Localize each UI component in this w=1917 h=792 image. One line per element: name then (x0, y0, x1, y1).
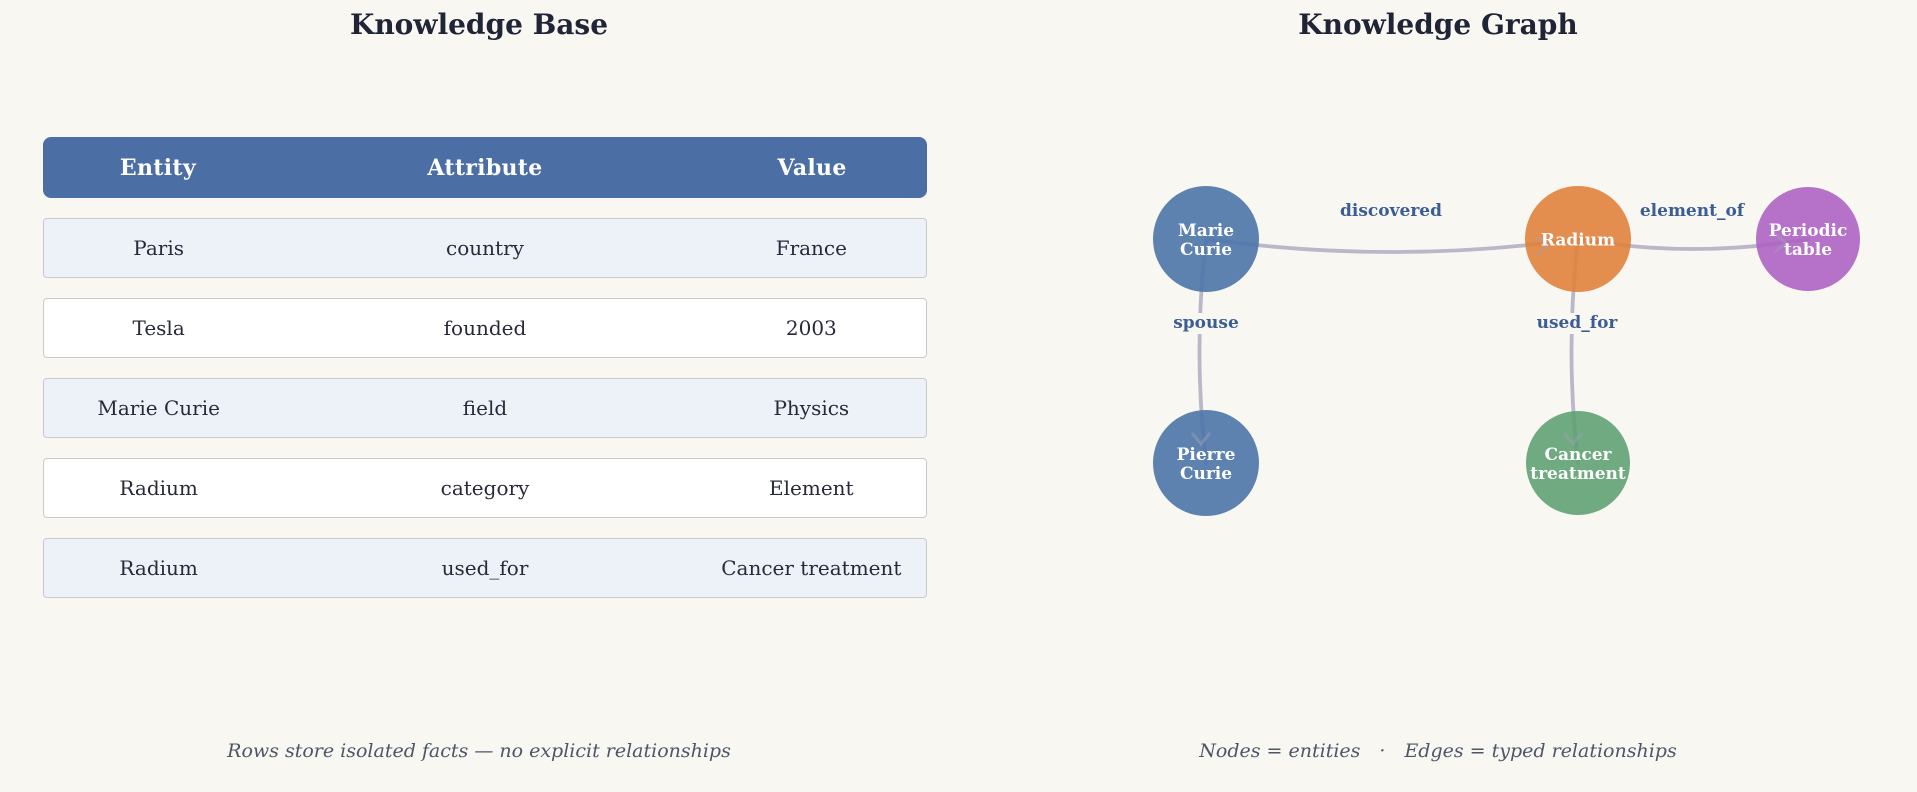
cell-entity: Marie Curie (97, 396, 220, 420)
column-header-attribute: Attribute (427, 154, 543, 181)
table-row: Tesla founded 2003 (43, 298, 927, 358)
node-circle-periodic-table (1756, 187, 1860, 291)
edge-discovered (1204, 237, 1580, 254)
arrowhead-icon-spouse (1190, 432, 1212, 447)
node-circle-pierre-curie (1153, 410, 1259, 516)
table-row: Radium used_for Cancer treatment (43, 538, 927, 598)
cell-entity: Radium (119, 476, 198, 500)
edge-label-spouse: spouse (1173, 313, 1239, 333)
arrowhead-icon-element_of (1774, 232, 1789, 254)
table-row: Radium category Element (43, 458, 927, 518)
table-row: Marie Curie field Physics (43, 378, 927, 438)
cell-value: Cancer treatment (721, 556, 902, 580)
cell-attribute: field (462, 396, 508, 420)
cell-entity: Paris (133, 236, 184, 260)
edge-label-bg (1534, 313, 1620, 334)
cell-attribute: country (446, 236, 524, 260)
edge-label-used_for: used_for (1537, 313, 1619, 333)
cell-entity: Radium (119, 556, 198, 580)
knowledge-graph-caption: Nodes = entities · Edges = typed relatio… (1199, 740, 1677, 762)
cell-entity: Tesla (132, 316, 185, 340)
arrowhead-icon-used_for (1562, 432, 1584, 447)
node-circle-radium (1525, 186, 1631, 292)
column-header-entity: Entity (119, 154, 196, 181)
knowledge-base-caption: Rows store isolated facts — no explicit … (227, 740, 731, 762)
edge-label-bg (1640, 201, 1744, 222)
edge-label-bg (1339, 201, 1443, 222)
table-header-row: Entity Attribute Value (43, 137, 927, 198)
knowledge-base-table: Entity Attribute Value Paris country Fra… (43, 137, 927, 598)
edge-label-element_of: element_of (1640, 201, 1746, 221)
arrowhead-icon-discovered (1536, 235, 1551, 257)
node-circle-marie-curie (1153, 186, 1259, 292)
cell-value: France (775, 236, 847, 260)
edge-label-discovered: discovered (1340, 201, 1442, 221)
cell-value: Physics (773, 396, 850, 420)
edge-label-bg (1172, 313, 1240, 334)
cell-attribute: used_for (441, 556, 529, 580)
cell-value: 2003 (785, 316, 837, 340)
node-label-radium: Radium (1541, 231, 1615, 251)
cell-attribute: category (440, 476, 530, 500)
cell-value: Element (769, 476, 854, 500)
table-row: Paris country France (43, 218, 927, 278)
cell-attribute: founded (443, 316, 527, 340)
knowledge-base-title: Knowledge Base (349, 8, 609, 41)
node-circle-cancer-treatment (1526, 411, 1630, 515)
column-header-value: Value (777, 154, 847, 181)
knowledge-graph-title: Knowledge Graph (1298, 8, 1578, 41)
